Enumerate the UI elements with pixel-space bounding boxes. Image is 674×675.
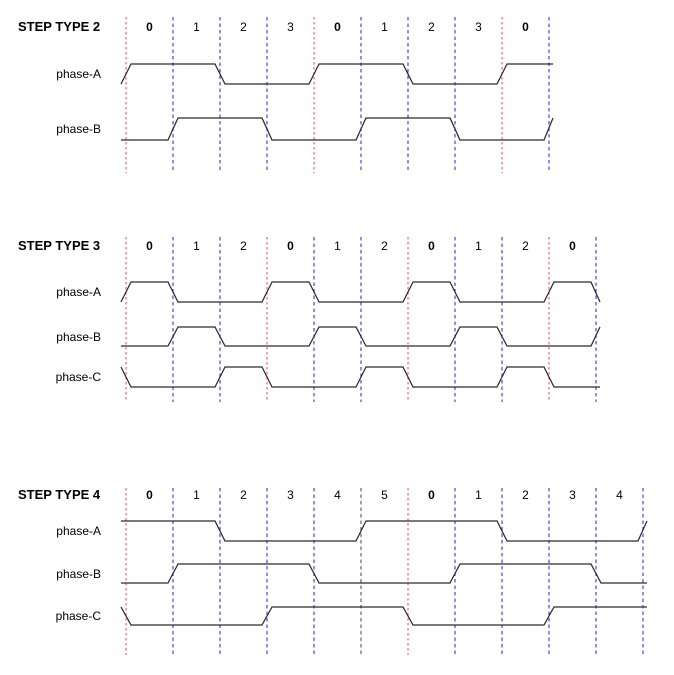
phase-label-phase-A: phase-A: [56, 524, 101, 538]
step-number-label: 4: [616, 488, 623, 502]
step-number-label: 2: [381, 239, 388, 253]
step-number-label: 4: [334, 488, 341, 502]
phase-label-phase-C: phase-C: [55, 609, 101, 623]
step-number-label: 2: [240, 488, 247, 502]
step-number-label: 1: [381, 20, 388, 34]
step-number-label: 1: [475, 488, 482, 502]
step-number-label: 0: [334, 20, 341, 34]
waveform-phase-B: [121, 117, 554, 141]
phase-label-phase-B: phase-B: [56, 330, 101, 344]
section-title-step-type-4: STEP TYPE 4: [18, 487, 101, 502]
step-number-label: 1: [193, 20, 200, 34]
step-number-label: 0: [522, 20, 529, 34]
phase-label-phase-B: phase-B: [56, 567, 101, 581]
waveform-phase-C: [120, 366, 600, 388]
step-number-label: 3: [287, 488, 294, 502]
phase-label-phase-A: phase-A: [56, 67, 101, 81]
step-number-label: 2: [522, 488, 529, 502]
step-number-label: 3: [569, 488, 576, 502]
step-number-label: 0: [428, 488, 435, 502]
section-title-step-type-2: STEP TYPE 2: [18, 19, 101, 34]
step-number-label: 0: [569, 239, 576, 253]
step-number-label: 1: [334, 239, 341, 253]
step-number-label: 1: [193, 488, 200, 502]
phase-label-phase-B: phase-B: [56, 122, 101, 136]
step-number-label: 2: [428, 20, 435, 34]
step-number-label: 1: [193, 239, 200, 253]
step-number-label: 3: [475, 20, 482, 34]
step-number-label: 0: [146, 20, 153, 34]
step-number-label: 2: [240, 239, 247, 253]
waveform-phase-A: [120, 63, 553, 85]
step-number-label: 1: [475, 239, 482, 253]
waveform-phase-A: [120, 281, 601, 303]
phase-label-phase-A: phase-A: [56, 285, 101, 299]
waveform-phase-B: [121, 563, 647, 584]
step-number-label: 5: [381, 488, 388, 502]
step-number-label: 0: [146, 488, 153, 502]
waveform-phase-C: [120, 606, 647, 626]
waveform-phase-A: [121, 520, 648, 542]
step-number-label: 2: [240, 20, 247, 34]
step-number-label: 0: [146, 239, 153, 253]
step-number-label: 3: [287, 20, 294, 34]
step-number-label: 0: [287, 239, 294, 253]
waveform-phase-B: [121, 326, 601, 347]
phase-label-phase-C: phase-C: [55, 370, 101, 384]
step-number-label: 2: [522, 239, 529, 253]
section-title-step-type-3: STEP TYPE 3: [18, 238, 101, 253]
step-number-label: 0: [428, 239, 435, 253]
